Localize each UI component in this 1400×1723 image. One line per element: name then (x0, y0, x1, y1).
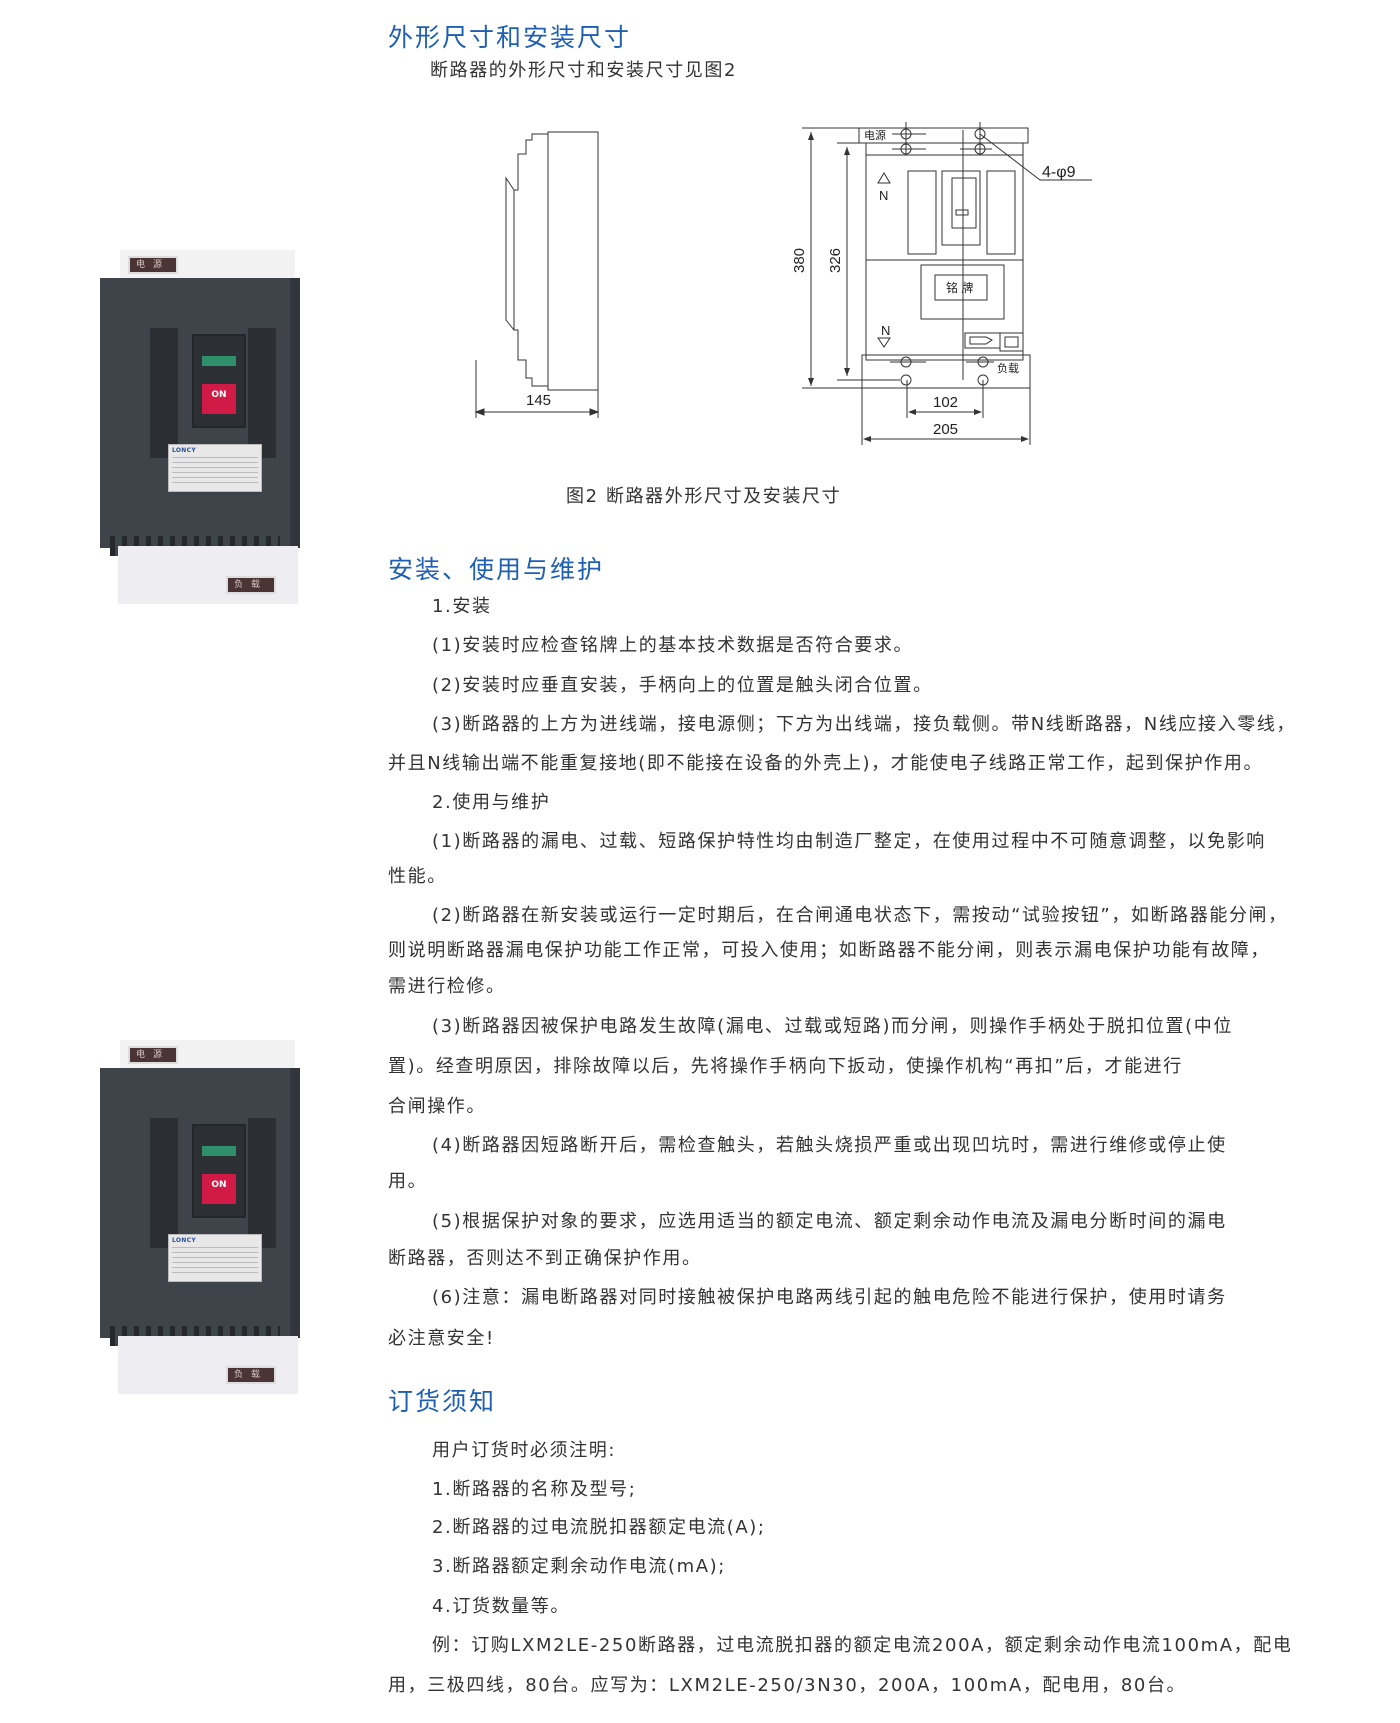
holes-label: 4-φ9 (1042, 164, 1076, 181)
text-line: (2)安装时应垂直安装，手柄向上的位置是触头闭合位置。 (432, 675, 933, 696)
breaker-photo-2: 电源 ON LONCY 负载 (98, 1040, 314, 1396)
section-title-dimensions: 外形尺寸和安装尺寸 (388, 23, 632, 52)
side-handle (505, 176, 515, 331)
photo-source-label: 电源 (128, 256, 178, 274)
source-label: 电源 (864, 128, 886, 142)
on-switch: ON (202, 1174, 236, 1204)
dim-380-label: 380 (791, 248, 808, 273)
section-title-ordering: 订货须知 (388, 1387, 497, 1416)
dim-205-label: 205 (933, 421, 958, 438)
text-line: 1.安装 (432, 596, 492, 617)
dim-102-label: 102 (933, 394, 958, 411)
brand-logo-text: LONCY (172, 1237, 196, 1244)
photo-load-label: 负载 (226, 576, 276, 594)
side-body (547, 131, 599, 391)
section-title-installation: 安装、使用与维护 (388, 555, 605, 584)
left-window (907, 170, 937, 255)
text-line: 3.断路器额定剩余动作电流(mA); (432, 1556, 726, 1577)
text-line: 必注意安全! (388, 1328, 495, 1349)
breaker-body-outline (865, 142, 1024, 361)
text-line: 1.断路器的名称及型号; (432, 1479, 637, 1500)
text-line: 合闸操作。 (388, 1096, 486, 1117)
text-line: (3)断路器因被保护电路发生故障(漏电、过载或短路)而分闸，则操作手柄处于脱扣位… (432, 1016, 1233, 1037)
text-line: 用。 (388, 1171, 428, 1192)
dimensions-subtitle: 断路器的外形尺寸和安装尺寸见图2 (430, 60, 738, 81)
dim-326-label: 326 (827, 248, 844, 273)
nameplate-label: 铭 牌 (946, 280, 973, 295)
n-top-label: N (879, 188, 888, 203)
text-line: (1)安装时应检查铭牌上的基本技术数据是否符合要求。 (432, 635, 914, 656)
text-line: 断路器，否则达不到正确保护作用。 (388, 1248, 702, 1269)
text-line: 4.订货数量等。 (432, 1596, 570, 1617)
text-line: 需进行检修。 (388, 976, 506, 997)
nameplate: LONCY (168, 1234, 262, 1282)
text-line: 2.断路器的过电流脱扣器额定电流(A); (432, 1517, 766, 1538)
on-switch: ON (202, 384, 236, 414)
n-bottom-label: N (881, 323, 890, 338)
side-front-shell (513, 133, 548, 387)
text-line: (1)断路器的漏电、过载、短路保护特性均由制造厂整定，在使用过程中不可随意调整，… (432, 831, 1266, 852)
side-view-diagram: 145 (474, 131, 600, 418)
brand-logo-text: LONCY (172, 447, 196, 454)
text-line: 置)。经查明原因，排除故障以后，先将操作手柄向下扳动，使操作机构“再扣”后，才能… (388, 1056, 1183, 1077)
text-line: (5)根据保护对象的要求，应选用适当的额定电流、额定剩余动作电流及漏电分断时间的… (432, 1211, 1227, 1232)
text-line: 则说明断路器漏电保护功能工作正常，可投入使用；如断路器不能分闸，则表示漏电保护功… (388, 940, 1270, 961)
nameplate: LONCY (168, 444, 262, 492)
text-line: 用户订货时必须注明: (432, 1440, 617, 1461)
figure-caption: 图2 断路器外形尺寸及安装尺寸 (566, 486, 842, 507)
text-line: 并且N线输出端不能重复接地(即不能接在设备的外壳上)，才能使电子线路正常工作，起… (388, 753, 1264, 774)
text-line: 2.使用与维护 (432, 792, 551, 813)
right-window (986, 170, 1016, 255)
handle-window (941, 170, 981, 246)
text-line: 性能。 (388, 866, 447, 887)
front-view-diagram: 380 326 102 205 4-φ9 电源 负载 铭 牌 N N (791, 122, 1092, 445)
text-line: (4)断路器因短路断开后，需检查触头，若触头烧损严重或出现凹坑时，需进行维修或停… (432, 1135, 1227, 1156)
mounting-hole-icons (890, 122, 994, 386)
text-line: (3)断路器的上方为进线端，接电源侧；下方为出线端，接负载侧。带N线断路器，N线… (432, 714, 1297, 735)
text-line: 用，三极四线，80台。应写为：LXM2LE-250/3N30，200A，100m… (388, 1675, 1187, 1696)
nameplate-outline (920, 264, 1005, 320)
text-line: (6)注意：漏电断路器对同时接触被保护电路两线引起的触电危险不能进行保护，使用时… (432, 1287, 1227, 1308)
breaker-photo-1: 电源 ON LONCY 负载 (98, 250, 314, 606)
photo-source-label: 电源 (128, 1046, 178, 1064)
dim-145-label: 145 (526, 392, 551, 409)
hole-leader-line (979, 133, 1092, 181)
photo-load-label: 负载 (226, 1366, 276, 1384)
text-line: 例：订购LXM2LE-250断路器，过电流脱扣器的额定电流200A，额定剩余动作… (432, 1635, 1293, 1656)
load-label: 负载 (997, 361, 1019, 375)
text-line: (2)断路器在新安装或运行一定时期后，在合闸通电状态下，需按动“试验按钮”，如断… (432, 905, 1288, 926)
